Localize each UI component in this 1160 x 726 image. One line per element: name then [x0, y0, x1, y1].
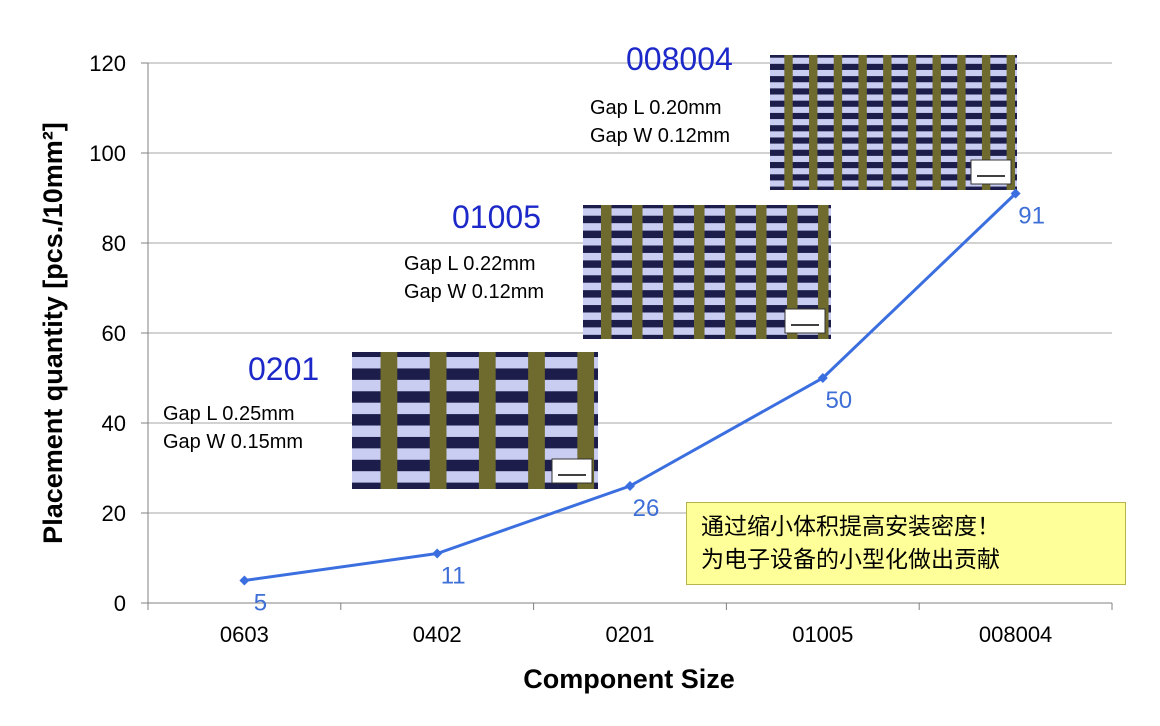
- inset-pad-row: [770, 106, 1017, 113]
- y-tick-label-20: 20: [102, 501, 126, 526]
- data-label-008004: 91: [1018, 203, 1045, 230]
- data-label-01005: 50: [825, 387, 852, 414]
- inset-pad-row: [583, 223, 831, 231]
- inset-title-008004: 008004: [626, 41, 733, 77]
- inset-electrode-column: [981, 55, 991, 190]
- inset-electrode-column: [528, 352, 545, 489]
- inset-electrode-column: [380, 352, 398, 489]
- inset-pad-row: [583, 252, 831, 261]
- inset-electrode-column: [786, 205, 798, 339]
- inset-pad-row: [352, 425, 598, 437]
- inset-electrode-column: [577, 352, 595, 489]
- y-tick-label-100: 100: [89, 141, 126, 166]
- inset-gap-l-01005: Gap L 0.22mm: [404, 253, 536, 275]
- inset-electrode-column: [817, 205, 829, 339]
- inset-gap-l-008004: Gap L 0.20mm: [590, 97, 722, 119]
- inset-pad-row: [352, 448, 598, 460]
- annotation-line-2: 为电子设备的小型化做出贡献: [701, 547, 1000, 573]
- inset-title-01005: 01005: [452, 199, 541, 235]
- data-point-0603: [239, 575, 250, 586]
- inset-pad-row: [352, 357, 598, 369]
- inset-pad-row: [352, 379, 598, 392]
- inset-pad-row: [770, 155, 1017, 163]
- inset-electrode-column: [858, 55, 867, 190]
- y-tick-label-80: 80: [102, 231, 126, 256]
- inset-pad-row: [770, 119, 1017, 126]
- inset-gap-l-0201: Gap L 0.25mm: [163, 403, 295, 425]
- inset-pad-row: [583, 327, 831, 335]
- data-labels: 5 11 26 50 91: [254, 203, 1045, 617]
- inset-pad-row: [770, 143, 1017, 150]
- inset-electrode-column: [1006, 55, 1016, 190]
- inset-pad-row: [583, 297, 831, 306]
- annotation-box: 通过缩小体积提高安装密度！ 为电子设备的小型化做出贡献: [686, 502, 1126, 585]
- inset-electrode-column: [693, 205, 705, 339]
- inset-pad-row: [352, 402, 598, 415]
- inset-electrode-column: [833, 55, 843, 190]
- y-tick-label-40: 40: [102, 411, 126, 436]
- inset-pad-row: [583, 208, 831, 216]
- inset-pad-row: [770, 94, 1017, 101]
- inset-electrode-column: [883, 55, 892, 190]
- inset-electrode-column: [724, 205, 736, 339]
- inset-gap-w-01005: Gap W 0.12mm: [404, 281, 544, 303]
- data-label-0201: 26: [633, 495, 660, 522]
- inset-electrode-column: [755, 205, 767, 339]
- inset-pad-row: [352, 471, 598, 483]
- y-tick-label-0: 0: [114, 591, 126, 616]
- x-tick-label-008004: 008004: [979, 622, 1052, 647]
- data-point-008004: [1010, 188, 1021, 199]
- scale-bar-badge: [784, 308, 826, 334]
- inset-electrode-column: [784, 55, 793, 190]
- inset-pad-row: [770, 168, 1017, 175]
- inset-title-0201: 0201: [248, 351, 319, 387]
- inset-electrode-column: [809, 55, 818, 190]
- inset-pad-row: [583, 267, 831, 276]
- inset-electrode-column: [478, 352, 496, 489]
- inset-pad-row: [770, 180, 1017, 187]
- inset-gap-w-008004: Gap W 0.12mm: [590, 125, 730, 147]
- data-label-0603: 5: [254, 590, 267, 617]
- y-tick-label-60: 60: [102, 321, 126, 346]
- inset-electrode-column: [662, 205, 674, 339]
- inset-pad-row: [583, 312, 831, 320]
- inset-electrode-column: [600, 205, 612, 339]
- inset-gap-w-0201: Gap W 0.15mm: [163, 431, 303, 453]
- data-point-01005: [817, 373, 828, 383]
- x-tick-label-0201: 0201: [606, 622, 655, 647]
- axes: 0 20 40 60 80 100 120 0603 0402 0201 01005 008004: [89, 51, 1113, 647]
- data-point-0402: [432, 548, 443, 559]
- inset-electrode-column: [932, 55, 941, 190]
- data-label-0402: 11: [441, 563, 466, 590]
- series-line: [239, 188, 1021, 586]
- inset-electrode-column: [429, 352, 447, 489]
- inset-pad-row: [770, 57, 1017, 64]
- inset-pad-row: [583, 238, 831, 246]
- x-tick-label-0402: 0402: [413, 622, 462, 647]
- y-axis-title: Placement quantity [pcs./10mm²]: [38, 122, 68, 544]
- y-tick-label-120: 120: [89, 51, 126, 76]
- data-point-0201: [625, 481, 635, 491]
- inset-electrode-column: [907, 55, 917, 190]
- inset-pad-row: [583, 282, 831, 291]
- inset-pad-row: [770, 131, 1017, 138]
- inset-pad-row: [770, 82, 1017, 89]
- inset-electrode-column: [957, 55, 966, 190]
- scale-bar-badge: [551, 458, 593, 484]
- annotation-line-1: 通过缩小体积提高安装密度！: [701, 514, 1000, 540]
- x-axis-title: Component Size: [523, 664, 735, 694]
- x-tick-label-01005: 01005: [792, 622, 853, 647]
- x-tick-label-0603: 0603: [220, 622, 269, 647]
- inset-electrode-column: [631, 205, 643, 339]
- scale-bar-badge: [970, 159, 1012, 185]
- inset-pad-row: [770, 69, 1017, 77]
